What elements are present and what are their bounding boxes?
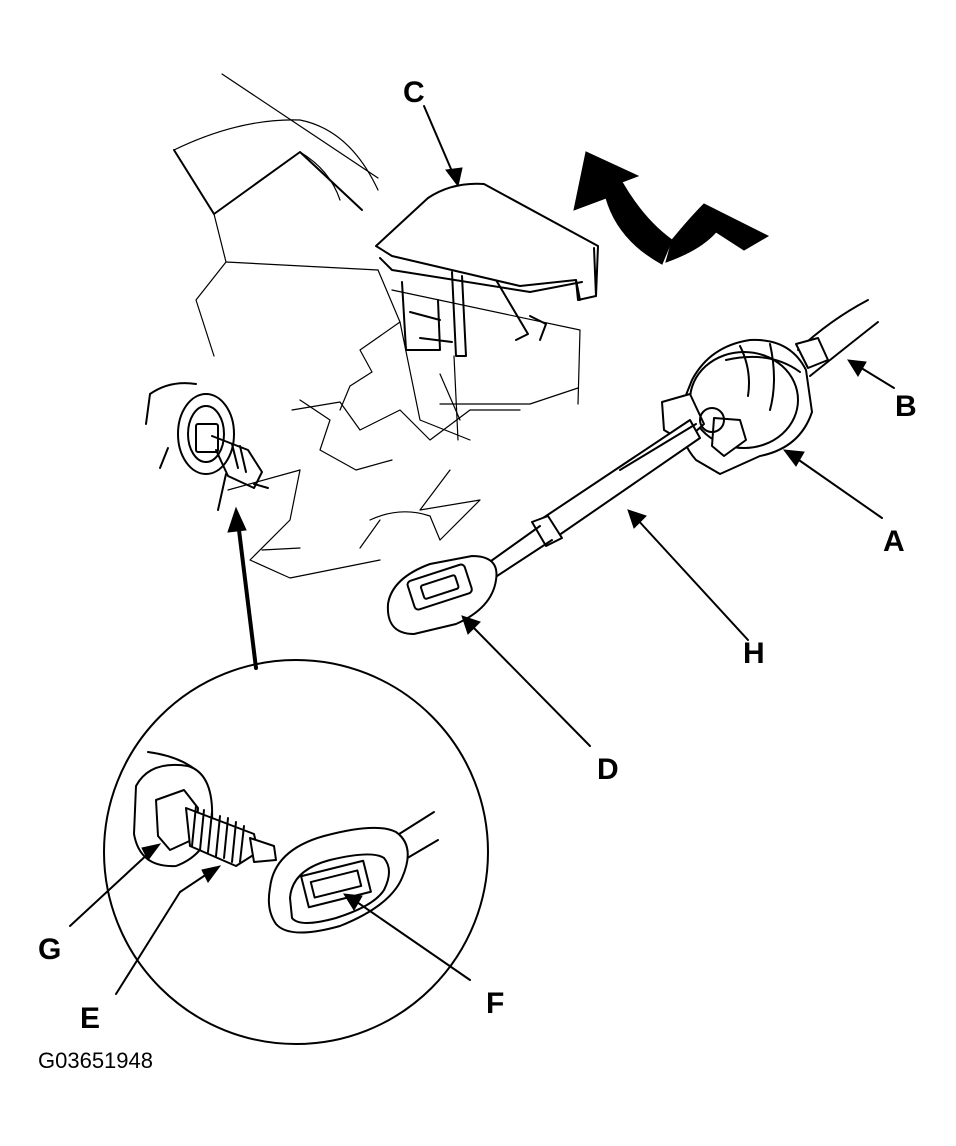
label-f: F [486,987,505,1020]
label-e: E [80,1002,101,1035]
shifter-console [173,73,581,579]
label-b: B [895,390,917,423]
threaded-stud-e [185,805,277,867]
cover-c [375,182,599,301]
figure-id: G03651948 [38,1048,153,1073]
label-c: C [403,76,425,109]
label-a: A [883,525,905,558]
shift-lever-bracket [401,271,547,441]
cable-eye-f [267,811,439,934]
label-d: D [597,753,619,786]
detail-view [69,659,489,1045]
shift-cable [386,299,879,635]
label-g: G [38,933,62,966]
leader-arrows [227,105,895,747]
label-h: H [743,637,765,670]
removal-direction-arrow-icon [573,151,770,265]
mounting-stud [145,382,269,511]
